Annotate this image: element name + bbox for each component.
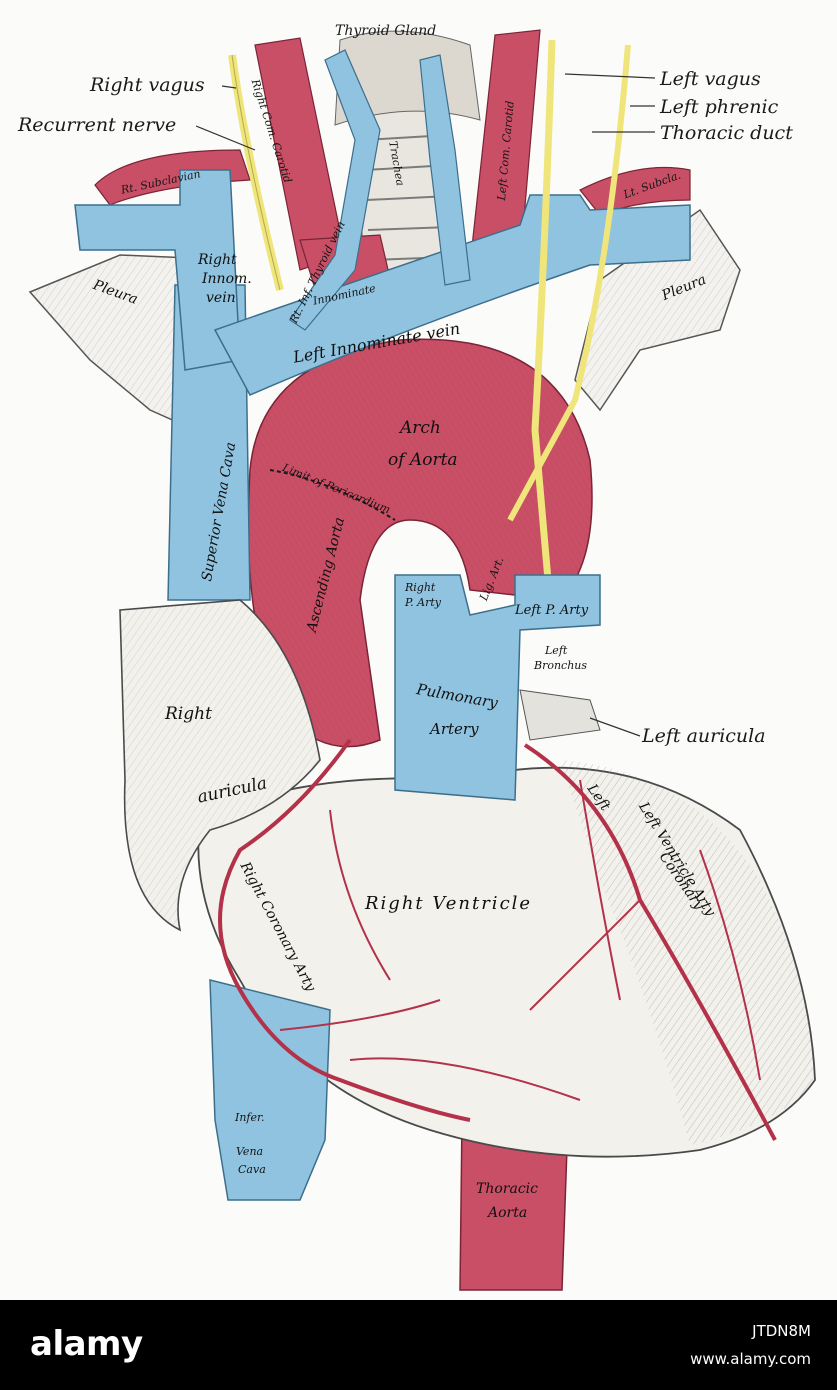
label-infer-vena-cava-line2: Vena (236, 1145, 264, 1158)
alamy-logo: alamy (30, 1324, 143, 1364)
label-left-p-arty: Left P. Arty (515, 603, 589, 618)
illustration-stage: Thyroid Gland Right vagus Recurrent nerv… (18, 23, 816, 1291)
leader-right-vagus (221, 85, 237, 89)
arch-of-aorta-shading (248, 339, 592, 747)
label-right-p-arty-line2: P. Arty (405, 596, 442, 609)
watermark-footer: alamy JTDN8M www.alamy.com (0, 1300, 837, 1390)
label-right-vagus: Right vagus (90, 74, 205, 96)
left-vagus-nerve (531, 39, 556, 581)
right-inferior-thyroid-vein (289, 49, 381, 331)
leader-left-auricula (589, 717, 641, 737)
image-id: JTDN8M (752, 1322, 811, 1340)
label-left-bronchus-line1: Left (545, 644, 568, 657)
pericardium-limit-line (269, 469, 396, 521)
right-coronary-branches (279, 809, 581, 1101)
label-right-innom-vein-line2: Innom. (202, 271, 252, 287)
right-coronary-artery (218, 738, 471, 1122)
label-infer-vena-cava-line1: Infer. (235, 1111, 265, 1124)
label-right-auricula-line1: Right (165, 704, 212, 724)
label-right-innom-vein-line1: Right (198, 252, 237, 268)
label-thyroid-gland: Thyroid Gland (335, 23, 437, 39)
label-left-phrenic: Left phrenic (660, 96, 779, 118)
label-thoracic-duct: Thoracic duct (660, 122, 793, 144)
label-infer-vena-cava-line3: Cava (238, 1163, 266, 1176)
label-arch-of-aorta-line2: of Aorta (388, 450, 458, 470)
left-inferior-thyroid-vein (419, 54, 471, 286)
inferior-vena-cava (209, 979, 331, 1201)
right-auricula-shading (120, 600, 320, 930)
label-thoracic-aorta-line1: Thoracic (476, 1181, 538, 1197)
label-left-auricula: Left auricula (642, 725, 766, 747)
left-coronary-branches (529, 779, 761, 1081)
label-right-innom-vein-line3: vein (206, 290, 236, 306)
left-auricula-shape (519, 689, 601, 741)
label-right-ventricle: Right Ventricle (365, 893, 533, 914)
right-subclavian-artery (94, 149, 251, 206)
pleura-left-side-shading (575, 210, 740, 410)
label-right-p-arty-line1: Right (405, 581, 436, 594)
pulmonary-artery (394, 574, 601, 801)
left-phrenic-nerve (507, 44, 631, 522)
right-vagus-nerve-outline (231, 54, 281, 291)
leader-left-vagus (564, 73, 656, 79)
label-left-bronchus-line2: Bronchus (534, 659, 588, 672)
leader-recurrent-nerve (195, 125, 256, 151)
label-pulmonary-artery-line2: Artery (430, 720, 479, 738)
pleura-right-side-shading (30, 255, 205, 430)
heart-great-vessels-illustration (28, 29, 816, 1291)
label-left-vagus: Left vagus (660, 68, 761, 90)
site-url: www.alamy.com (690, 1350, 811, 1368)
label-arch-of-aorta-line1: Arch (400, 418, 441, 438)
label-recurrent-nerve: Recurrent nerve (18, 114, 177, 136)
label-thoracic-aorta-line2: Aorta (488, 1205, 528, 1221)
